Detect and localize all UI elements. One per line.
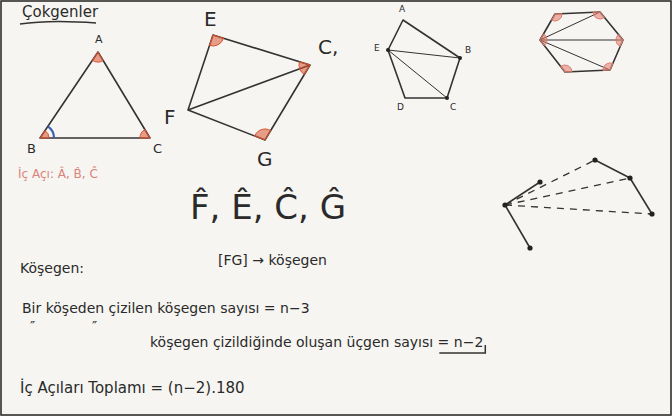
angle-mark <box>552 14 562 21</box>
formula: İç Açıları Toplamı = (n−2).180 <box>20 380 245 397</box>
vertex-label: F <box>164 106 176 129</box>
title: Çokgenler <box>22 4 98 21</box>
vertex-label: A <box>399 4 405 14</box>
note: [FG] → köşegen <box>218 252 327 268</box>
ditto-mark: ″ <box>30 318 35 334</box>
diagonal <box>188 65 310 110</box>
hexagon-diagonals <box>540 12 623 70</box>
vertex-label: G <box>257 148 273 171</box>
vertex-label: D <box>397 102 404 112</box>
vertex-label: C <box>153 142 162 157</box>
angle-mark <box>48 126 54 138</box>
angle-mark <box>616 35 623 47</box>
triangle <box>40 52 150 138</box>
angle-mark <box>40 131 49 138</box>
vertex-label: E <box>204 8 217 31</box>
vertex-label: B <box>27 142 36 157</box>
vertex-label: C, <box>318 36 338 59</box>
diagonal <box>388 50 460 58</box>
formula: köşegen çizildiğinde oluşan üçgen sayısı… <box>150 334 483 350</box>
diagonal <box>388 50 447 98</box>
dashed-diagonals <box>505 160 652 214</box>
angle-mark <box>540 34 547 46</box>
heading: Köşegen: <box>20 260 84 276</box>
angle-mark <box>593 12 604 19</box>
angle-mark <box>255 129 271 140</box>
angle-list: F̂, Ê, Ĉ, Ĝ <box>190 188 346 227</box>
open-polygon <box>595 160 652 214</box>
angle-mark <box>603 63 613 70</box>
quadrilateral <box>188 35 310 140</box>
pentagon <box>388 20 460 98</box>
angle-mark <box>561 65 572 72</box>
formula: Bir köşeden çizilen köşegen sayısı = n−3 <box>22 300 310 316</box>
vertex-label: A <box>95 34 103 47</box>
vertex-label: C <box>450 102 456 112</box>
angle-mark <box>140 129 150 138</box>
angle-mark <box>210 35 224 46</box>
vertex-dots <box>386 48 655 251</box>
title-underline <box>20 22 96 24</box>
open-polygon <box>505 182 540 248</box>
angle-mark <box>92 52 103 62</box>
vertex-label: E <box>374 43 380 53</box>
vertex-label: B <box>465 45 471 55</box>
angle-note: İç Açı: Â, B̂, Ĉ <box>18 168 98 182</box>
ditto-mark: ″ <box>92 318 97 334</box>
hexagon <box>540 12 623 72</box>
angle-mark <box>299 62 310 75</box>
